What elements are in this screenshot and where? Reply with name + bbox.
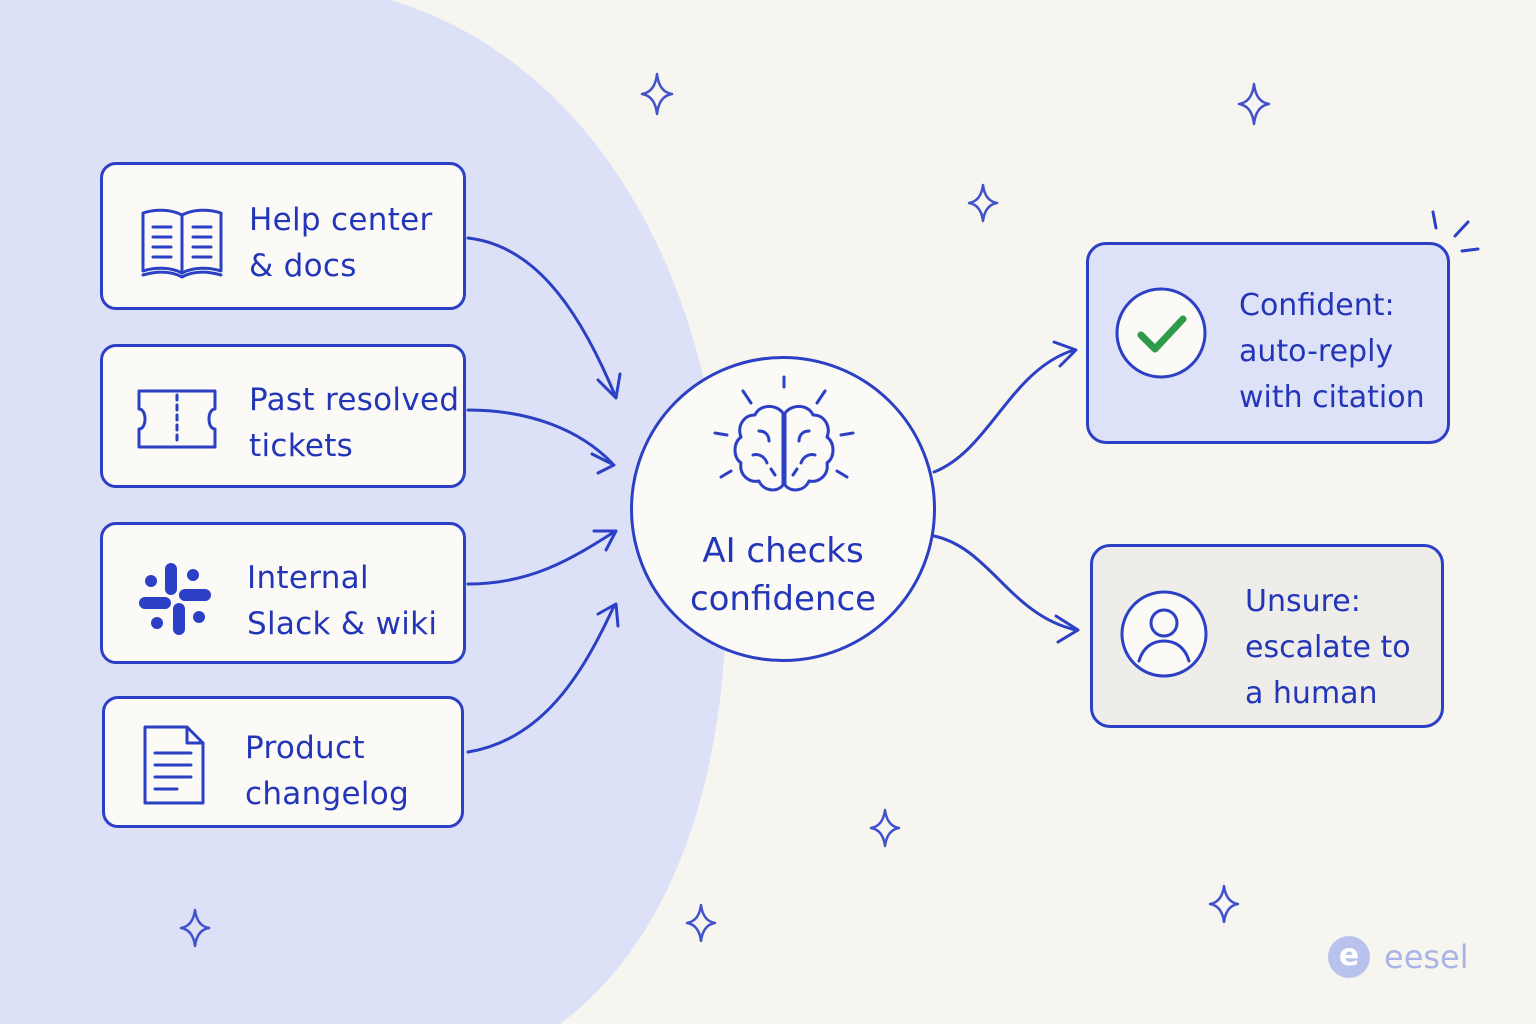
arrow-changelog: [466, 604, 616, 754]
source-label-line: tickets: [249, 428, 354, 464]
sparkle: [869, 808, 901, 848]
outcome-label-line: auto-reply: [1239, 334, 1394, 369]
outcome-confident: Confident: auto-reply with citation: [1086, 242, 1450, 444]
document-icon: [143, 725, 205, 805]
outcome-label-line: a human: [1245, 676, 1378, 711]
outcome-label-line: Unsure:: [1245, 584, 1361, 619]
source-label-line: Help center: [249, 202, 433, 238]
outcome-label-line: with citation: [1239, 380, 1425, 415]
arrow-past-tickets: [466, 408, 614, 465]
source-label-line: Slack & wiki: [247, 606, 438, 642]
sparkle: [685, 903, 717, 943]
hub-label-line: confidence: [689, 579, 877, 619]
sparkle: [1208, 884, 1240, 924]
brand-logo: e eesel: [1328, 936, 1469, 978]
brain-icon: [713, 375, 855, 492]
ticket-icon: [137, 389, 217, 449]
sparkle: [179, 908, 211, 948]
source-label-line: & docs: [249, 248, 357, 284]
source-slack-wiki: Internal Slack & wiki: [100, 522, 466, 664]
arrow-slack-wiki: [466, 530, 616, 586]
hub-label-line: AI checks: [702, 531, 864, 571]
outcome-label-line: escalate to: [1245, 630, 1411, 665]
open-book-icon: [141, 208, 223, 279]
source-label-line: changelog: [245, 776, 410, 812]
arrow-confident: [932, 348, 1076, 474]
sparkle: [967, 183, 999, 223]
person-icon: [1120, 590, 1208, 678]
source-past-tickets: Past resolved tickets: [100, 344, 466, 488]
ai-confidence-hub: AI checks confidence: [630, 356, 936, 662]
source-help-center: Help center & docs: [100, 162, 466, 310]
source-label-line: Past resolved: [249, 382, 460, 418]
outcome-unsure: Unsure: escalate to a human: [1090, 544, 1444, 728]
source-label-line: Internal: [247, 560, 369, 596]
arrow-unsure: [932, 534, 1078, 632]
checkmark-icon: [1115, 287, 1207, 379]
source-changelog: Product changelog: [102, 696, 464, 828]
sparkle: [640, 72, 674, 116]
sparkle: [1237, 82, 1271, 126]
source-label-line: Product: [245, 730, 365, 766]
outcome-label-line: Confident:: [1239, 288, 1395, 323]
brand-mark: e: [1328, 936, 1370, 978]
slack-icon: [139, 563, 211, 635]
arrow-help-center: [466, 236, 616, 395]
brand-name: eesel: [1384, 938, 1469, 976]
